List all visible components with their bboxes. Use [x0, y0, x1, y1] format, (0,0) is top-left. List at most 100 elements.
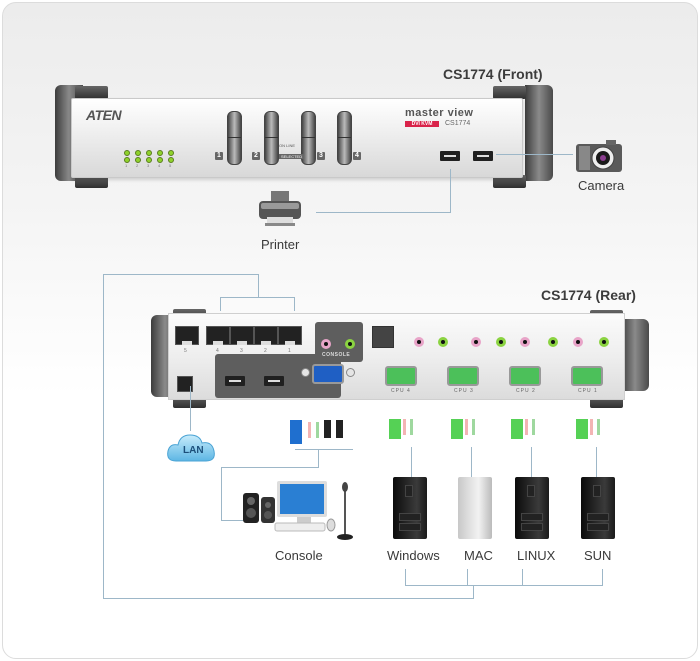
- linux-computer-icon: [515, 477, 549, 539]
- product-line-label: master view: [405, 107, 474, 119]
- cpu1-mic-jack[interactable]: [573, 337, 583, 347]
- power-jack[interactable]: [177, 376, 193, 392]
- rj45-port-5[interactable]: [175, 326, 199, 345]
- port-switch-3[interactable]: [301, 111, 316, 165]
- front-usb-port-1[interactable]: [440, 151, 460, 161]
- console-usb-mouse-port[interactable]: [264, 376, 284, 386]
- console-mic-jack[interactable]: [321, 339, 331, 349]
- mac-computer-icon: [458, 477, 492, 539]
- cpu4-speaker-jack[interactable]: [438, 337, 448, 347]
- lan-wire: [190, 386, 191, 431]
- printer-icon: [255, 191, 305, 231]
- led: [146, 150, 152, 156]
- console-workstation-icon: [241, 479, 353, 543]
- console-usb-keyboard-port[interactable]: [225, 376, 245, 386]
- front-panel: ATEN master view DVI KVM CS1774 1 2 3 4 …: [71, 98, 523, 178]
- screw: [301, 368, 310, 377]
- dvi-kvm-badge: DVI KVM: [405, 121, 439, 127]
- switch-number: 1: [215, 152, 223, 160]
- cpu4-vga-port[interactable]: [385, 366, 417, 386]
- model-label: CS1774: [445, 120, 471, 127]
- windows-computer-icon: [393, 477, 427, 539]
- printer-wire: [450, 169, 451, 213]
- front-left-cap-bottom: [75, 175, 108, 188]
- computer-label: Windows: [387, 548, 440, 563]
- lan-label: LAN: [183, 445, 204, 456]
- switch-number: 3: [317, 152, 325, 160]
- rj45-port-4[interactable]: [206, 326, 230, 345]
- selected-label: SELECTED: [279, 154, 305, 159]
- led: [135, 157, 141, 163]
- camera-wire: [496, 154, 573, 155]
- lan-link-wire: [258, 274, 259, 298]
- lan-bracket-wire: [602, 569, 603, 586]
- console-vga-port[interactable]: [312, 364, 344, 384]
- cpu3-speaker-jack[interactable]: [496, 337, 506, 347]
- rear-panel: 5 4 3 2 1 CONSOLE CPU 4 CPU 3: [168, 313, 625, 400]
- led: [146, 157, 152, 163]
- led-number: 4: [158, 163, 161, 168]
- rj45-port-2[interactable]: [254, 326, 278, 345]
- daisy-chain-wire: [294, 297, 295, 311]
- cpu-wire: [411, 447, 412, 477]
- front-right-cap-top: [493, 86, 526, 99]
- cpu-wire: [471, 447, 472, 477]
- led: [135, 150, 141, 156]
- port-switch-1[interactable]: [227, 111, 242, 165]
- lan-bracket-wire: [467, 569, 468, 586]
- front-usb-port-2[interactable]: [473, 151, 493, 161]
- lan-bracket-wire: [522, 569, 523, 586]
- online-label: ON LINE: [279, 143, 296, 148]
- cpu-port-label: CPU 2: [516, 388, 536, 394]
- cpu-port-label: CPU 1: [578, 388, 598, 394]
- console-speaker-jack[interactable]: [345, 339, 355, 349]
- cpu3-mic-jack[interactable]: [471, 337, 481, 347]
- cpu1-vga-port[interactable]: [571, 366, 603, 386]
- led-number: 3: [147, 163, 150, 168]
- firmware-upgrade-port[interactable]: [372, 326, 394, 348]
- led: [168, 157, 174, 163]
- cpu1-speaker-jack[interactable]: [599, 337, 609, 347]
- cpu3-vga-port[interactable]: [447, 366, 479, 386]
- front-right-cap-bottom: [493, 175, 526, 188]
- rj45-port-1[interactable]: [278, 326, 302, 345]
- sun-computer-icon: [581, 477, 615, 539]
- lan-bracket-wire: [405, 585, 603, 586]
- console-wire: [295, 449, 353, 450]
- switch-number: 2: [252, 152, 260, 160]
- console-wire: [318, 449, 319, 467]
- daisy-chain-wire: [220, 297, 295, 298]
- console-cable-bundle-icon: [288, 418, 348, 448]
- computer-label: MAC: [464, 548, 493, 563]
- daisy-chain-wire: [220, 297, 221, 311]
- cpu4-mic-jack[interactable]: [414, 337, 424, 347]
- rj-port-number: 5: [184, 348, 187, 354]
- cpu-cable-bundle-icon: [576, 417, 604, 441]
- cpu-cable-bundle-icon: [389, 417, 417, 441]
- cpu-wire: [596, 447, 597, 477]
- console-label: CONSOLE: [322, 352, 351, 358]
- camera-label: Camera: [578, 178, 625, 193]
- lan-bracket-wire: [405, 569, 406, 586]
- lan-link-wire: [103, 274, 259, 275]
- rj-port-number: 1: [288, 348, 291, 354]
- port-switch-2[interactable]: [264, 111, 279, 165]
- camera-icon: [576, 140, 622, 174]
- cpu2-speaker-jack[interactable]: [548, 337, 558, 347]
- rear-right-ear: [621, 319, 649, 391]
- console-wire: [221, 520, 243, 521]
- cpu2-mic-jack[interactable]: [520, 337, 530, 347]
- port-switch-4[interactable]: [337, 111, 352, 165]
- console-wire: [221, 467, 319, 468]
- rj-port-number: 2: [264, 348, 267, 354]
- rj45-port-3[interactable]: [230, 326, 254, 345]
- rj-port-number: 4: [216, 348, 219, 354]
- led-number: 5: [169, 163, 172, 168]
- cpu2-vga-port[interactable]: [509, 366, 541, 386]
- led: [124, 157, 130, 163]
- lan-cloud-icon: [166, 431, 216, 465]
- rear-title: CS1774 (Rear): [541, 287, 636, 303]
- lan-bracket-wire: [103, 598, 474, 599]
- led-number: 2: [136, 163, 139, 168]
